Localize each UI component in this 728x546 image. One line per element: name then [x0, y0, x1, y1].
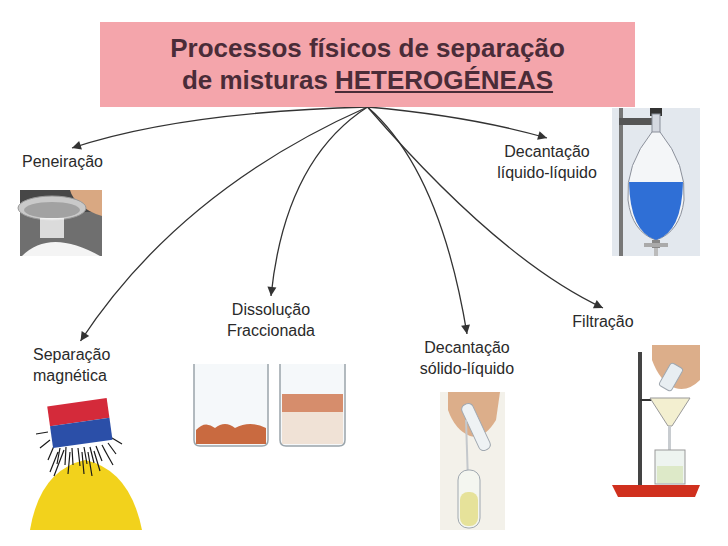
connector-line: [271, 107, 368, 296]
method-label: Decantação sólido-líquido: [403, 338, 531, 380]
method-label: Dissolução Fraccionada: [212, 300, 330, 342]
connector: [81, 107, 368, 341]
flour-pile: [22, 242, 100, 256]
arrow-head: [81, 331, 90, 341]
sieve-mesh: [24, 202, 80, 218]
title-box: Processos físicos de separação de mistur…: [100, 22, 635, 107]
iron-sulfur-pile: [30, 460, 142, 530]
sieve-rim: [18, 196, 86, 220]
filtrate: [657, 466, 683, 483]
method-name: Separação magnética: [33, 345, 128, 387]
funnel-body: [628, 132, 685, 240]
stand-base: [612, 485, 700, 497]
funnel-photo-ground: [612, 108, 700, 256]
sediment-band: [282, 394, 343, 412]
method-label: Decantação líquido-líquido: [482, 142, 612, 184]
sediment: [196, 424, 266, 444]
test-tube: [458, 470, 480, 528]
arrow-head: [267, 287, 276, 296]
decant-photo-ground: [440, 392, 505, 530]
stopcock-key: [644, 243, 668, 247]
pouring-tube: [460, 402, 492, 452]
method-name: Dissolução Fraccionada: [212, 300, 330, 342]
arrow-head: [537, 131, 547, 140]
connector-line: [368, 107, 604, 308]
filter-funnel: [650, 398, 690, 426]
magnet-south: [50, 418, 112, 448]
beaker: [280, 364, 345, 446]
connector: [267, 107, 367, 296]
method-name: Decantação sólido-líquido: [403, 338, 531, 380]
title-text: Processos físicos de separação de mistur…: [160, 33, 575, 96]
beaker: [655, 450, 685, 484]
pouring-beaker: [658, 362, 683, 392]
connector: [368, 107, 470, 334]
method-name: Decantação líquido-líquido: [482, 142, 612, 184]
connector-line: [368, 107, 468, 334]
blue-liquid: [629, 182, 683, 240]
arrow-head: [461, 324, 470, 334]
title-keyword: HETEROGÉNEAS: [335, 65, 553, 95]
method-name: Peneiração: [22, 152, 122, 173]
method-name: Filtração: [563, 312, 643, 333]
connector: [368, 107, 604, 308]
connector-line: [368, 107, 548, 138]
liquid: [282, 412, 343, 444]
connector: [368, 107, 548, 140]
beaker: [194, 364, 268, 446]
arrow-head: [72, 141, 82, 150]
funnel-neck: [652, 114, 660, 134]
arrow-head: [593, 300, 603, 308]
method-label: Filtração: [563, 312, 643, 333]
funnel-stem: [654, 248, 658, 256]
method-label: Separação magnética: [33, 345, 128, 387]
method-label: Peneiração: [22, 152, 122, 173]
connector-line: [81, 107, 368, 341]
stand-rod: [619, 108, 623, 256]
yellow-liquid: [460, 492, 478, 526]
falling-flour: [40, 218, 64, 238]
stand-rod: [638, 352, 642, 486]
